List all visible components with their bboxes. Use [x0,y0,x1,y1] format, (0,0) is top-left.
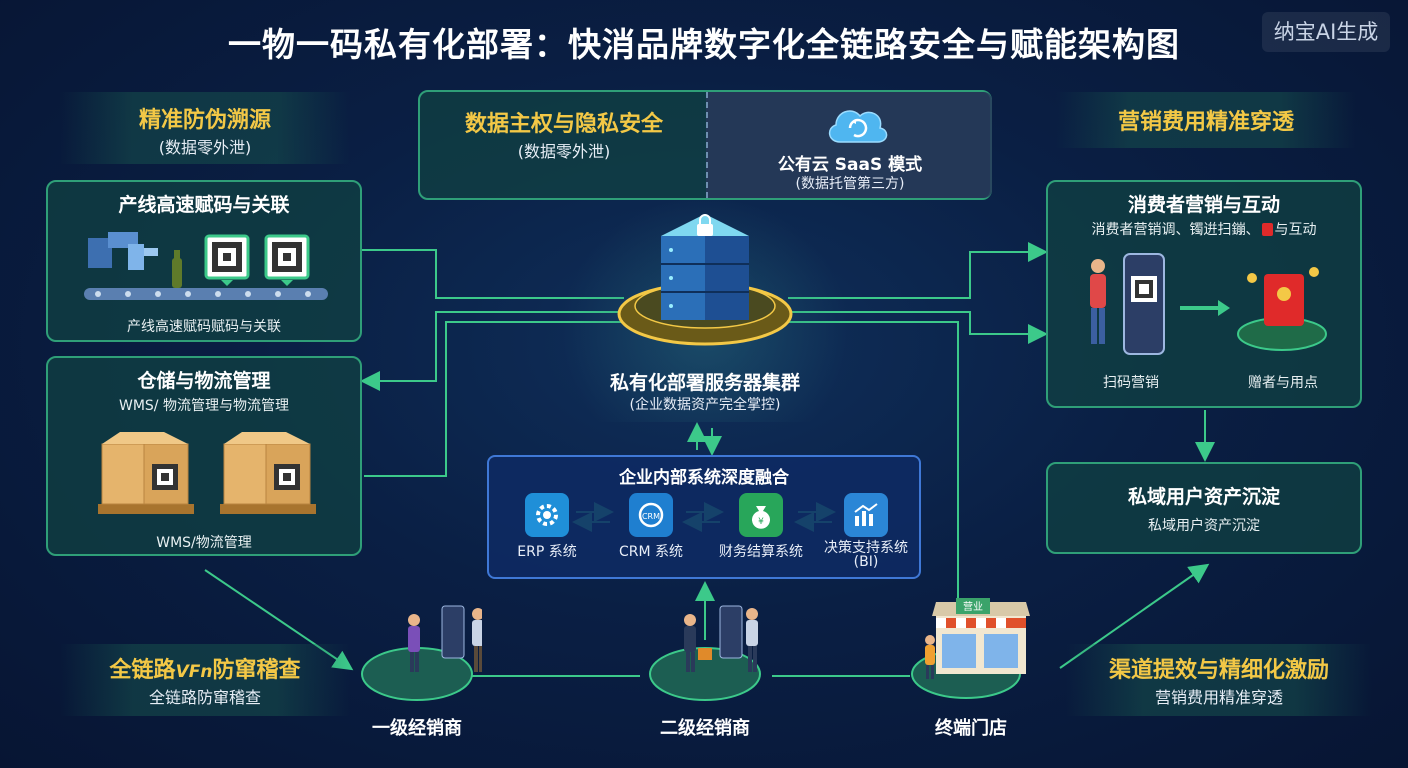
consumer-subtitle-b: 与互动 [1274,222,1317,238]
production-panel: 产线高速赋码与关联 产线高速赋码赋码与关联 [46,180,362,342]
marketing-cost-banner: 营销费用精准穿透 [1056,92,1356,148]
store-illustration: 营业 [911,598,1030,699]
system-bi: 决策支持系统 (BI) [813,493,919,569]
production-line-illustration [84,232,328,300]
consumer-marketing-panel: 消费者营销与互动 消费者营销调、镯逬扫鏰、与互动 扫码营销 赠者与用点 [1046,180,1362,408]
system-bi-label-2: (BI) [853,554,879,570]
system-finance: ¥ 财务结算系统 [711,493,811,561]
scan-marketing-illustration [1090,253,1327,355]
gift-label: 赠者与用点 [1248,375,1318,391]
anti-counterfeit-subtitle: (数据零外泄) [158,138,252,157]
consumer-subtitle-a: 消费者营销调、镯逬扫鏰、 [1091,222,1260,238]
system-erp-label: ERP 系统 [517,544,577,560]
svg-text:CRM: CRM [642,512,660,521]
money-bag-icon: ¥ [739,493,783,537]
system-erp: ERP 系统 [497,493,597,561]
warehouse-panel: 仓储与物流管理 WMS/ 物流管理与物流管理 WMS/物流管理 [46,356,362,556]
crm-headset-icon: CRM [629,493,673,537]
distributor-people-illustration [361,605,482,701]
warehouse-caption: WMS/物流管理 [156,535,252,551]
sovereignty-title: 数据主权与隐私安全 [464,112,663,137]
node-level2-label: 二级经销商 [660,718,750,739]
production-title: 产线高速赋码与关联 [118,194,290,216]
consumer-title: 消费者营销与互动 [1127,194,1280,216]
server-cluster: 私有化部署服务器集群 (企业数据资产完全掌控) [560,196,850,422]
warehouse-title: 仓储与物流管理 [137,370,271,392]
red-envelope-icon [1261,223,1273,236]
scan-marketing-label: 扫码营销 [1103,375,1159,391]
channel-incentive-banner: 渠道提效与精细化激励 营销费用精准穿透 [1066,644,1372,716]
node-level1-label: 一级经销商 [372,718,462,739]
node-store: 营业 终端门店 [906,586,1036,760]
anti-diversion-title-mid: VFn [175,662,213,682]
private-domain-title: 私域用户资产沉淀 [1127,486,1280,508]
page-title: 一物一码私有化部署：快消品牌数字化全链路安全与赋能架构图 [228,25,1180,64]
store-sign: 营业 [963,600,983,613]
channel-incentive-subtitle: 营销费用精准穿透 [1154,688,1283,707]
node-store-label: 终端门店 [935,718,1007,739]
production-caption: 产线高速赋码赋码与关联 [127,319,281,335]
watermark: 纳宝AI生成 [1262,12,1390,52]
server-subtitle: (企业数据资产完全掌控) [629,397,781,413]
anti-diversion-title-b: 防窜稽查 [212,658,301,683]
data-sovereignty-box: 数据主权与隐私安全 (数据零外泄) 公有云 SaaS 模式 (数据托管第三方) [418,90,992,200]
private-domain-panel: 私域用户资产沉淀 私域用户资产沉淀 [1046,462,1362,554]
server-title: 私有化部署服务器集群 [609,372,800,394]
anti-diversion-title-a: 全链路 [109,658,176,683]
private-domain-subtitle: 私域用户资产沉淀 [1148,518,1260,534]
warehouse-boxes-illustration [98,432,316,514]
chart-icon [844,493,888,537]
internal-title: 企业内部系统深度融合 [619,468,789,488]
marketing-cost-title: 营销费用精准穿透 [1117,110,1294,135]
channel-incentive-title: 渠道提效与精细化激励 [1108,658,1329,683]
cloud-title: 公有云 SaaS 模式 [777,155,923,175]
anti-counterfeit-title: 精准防伪溯源 [138,108,271,133]
svg-text:¥: ¥ [758,517,764,527]
cloud-subtitle: (数据托管第三方) [795,176,905,192]
public-cloud-panel: 公有云 SaaS 模式 (数据托管第三方) [706,92,992,198]
node-level1-distributor: 一级经销商 [352,590,482,760]
internal-systems-box: 企业内部系统深度融合 ERP 系统 CRM CRM 系统 ¥ 财务结算系统 决策… [487,455,921,579]
system-crm-label: CRM 系统 [618,544,684,560]
warehouse-subtitle: WMS/ 物流管理与物流管理 [119,398,289,414]
anti-diversion-banner: 全链路VFn防窜稽查 全链路防窜稽查 [60,644,350,716]
system-crm: CRM CRM 系统 [601,493,701,561]
anti-diversion-subtitle: 全链路防窜稽查 [148,688,261,707]
system-finance-label: 财务结算系统 [719,544,803,560]
cloud-icon [828,110,888,143]
anti-counterfeit-banner: 精准防伪溯源 (数据零外泄) [60,92,350,164]
sovereignty-subtitle: (数据零外泄) [517,142,611,161]
consumer-subtitle: 消费者营销调、镯逬扫鏰、与互动 [1048,219,1360,239]
anti-diversion-title: 全链路VFn防窜稽查 [60,652,350,684]
gear-icon [525,493,569,537]
distributor-people-illustration [649,605,761,701]
node-level2-distributor: 二级经销商 [640,590,770,760]
system-bi-label: 决策支持系统 [824,540,908,556]
server-rack-icon [617,214,793,346]
